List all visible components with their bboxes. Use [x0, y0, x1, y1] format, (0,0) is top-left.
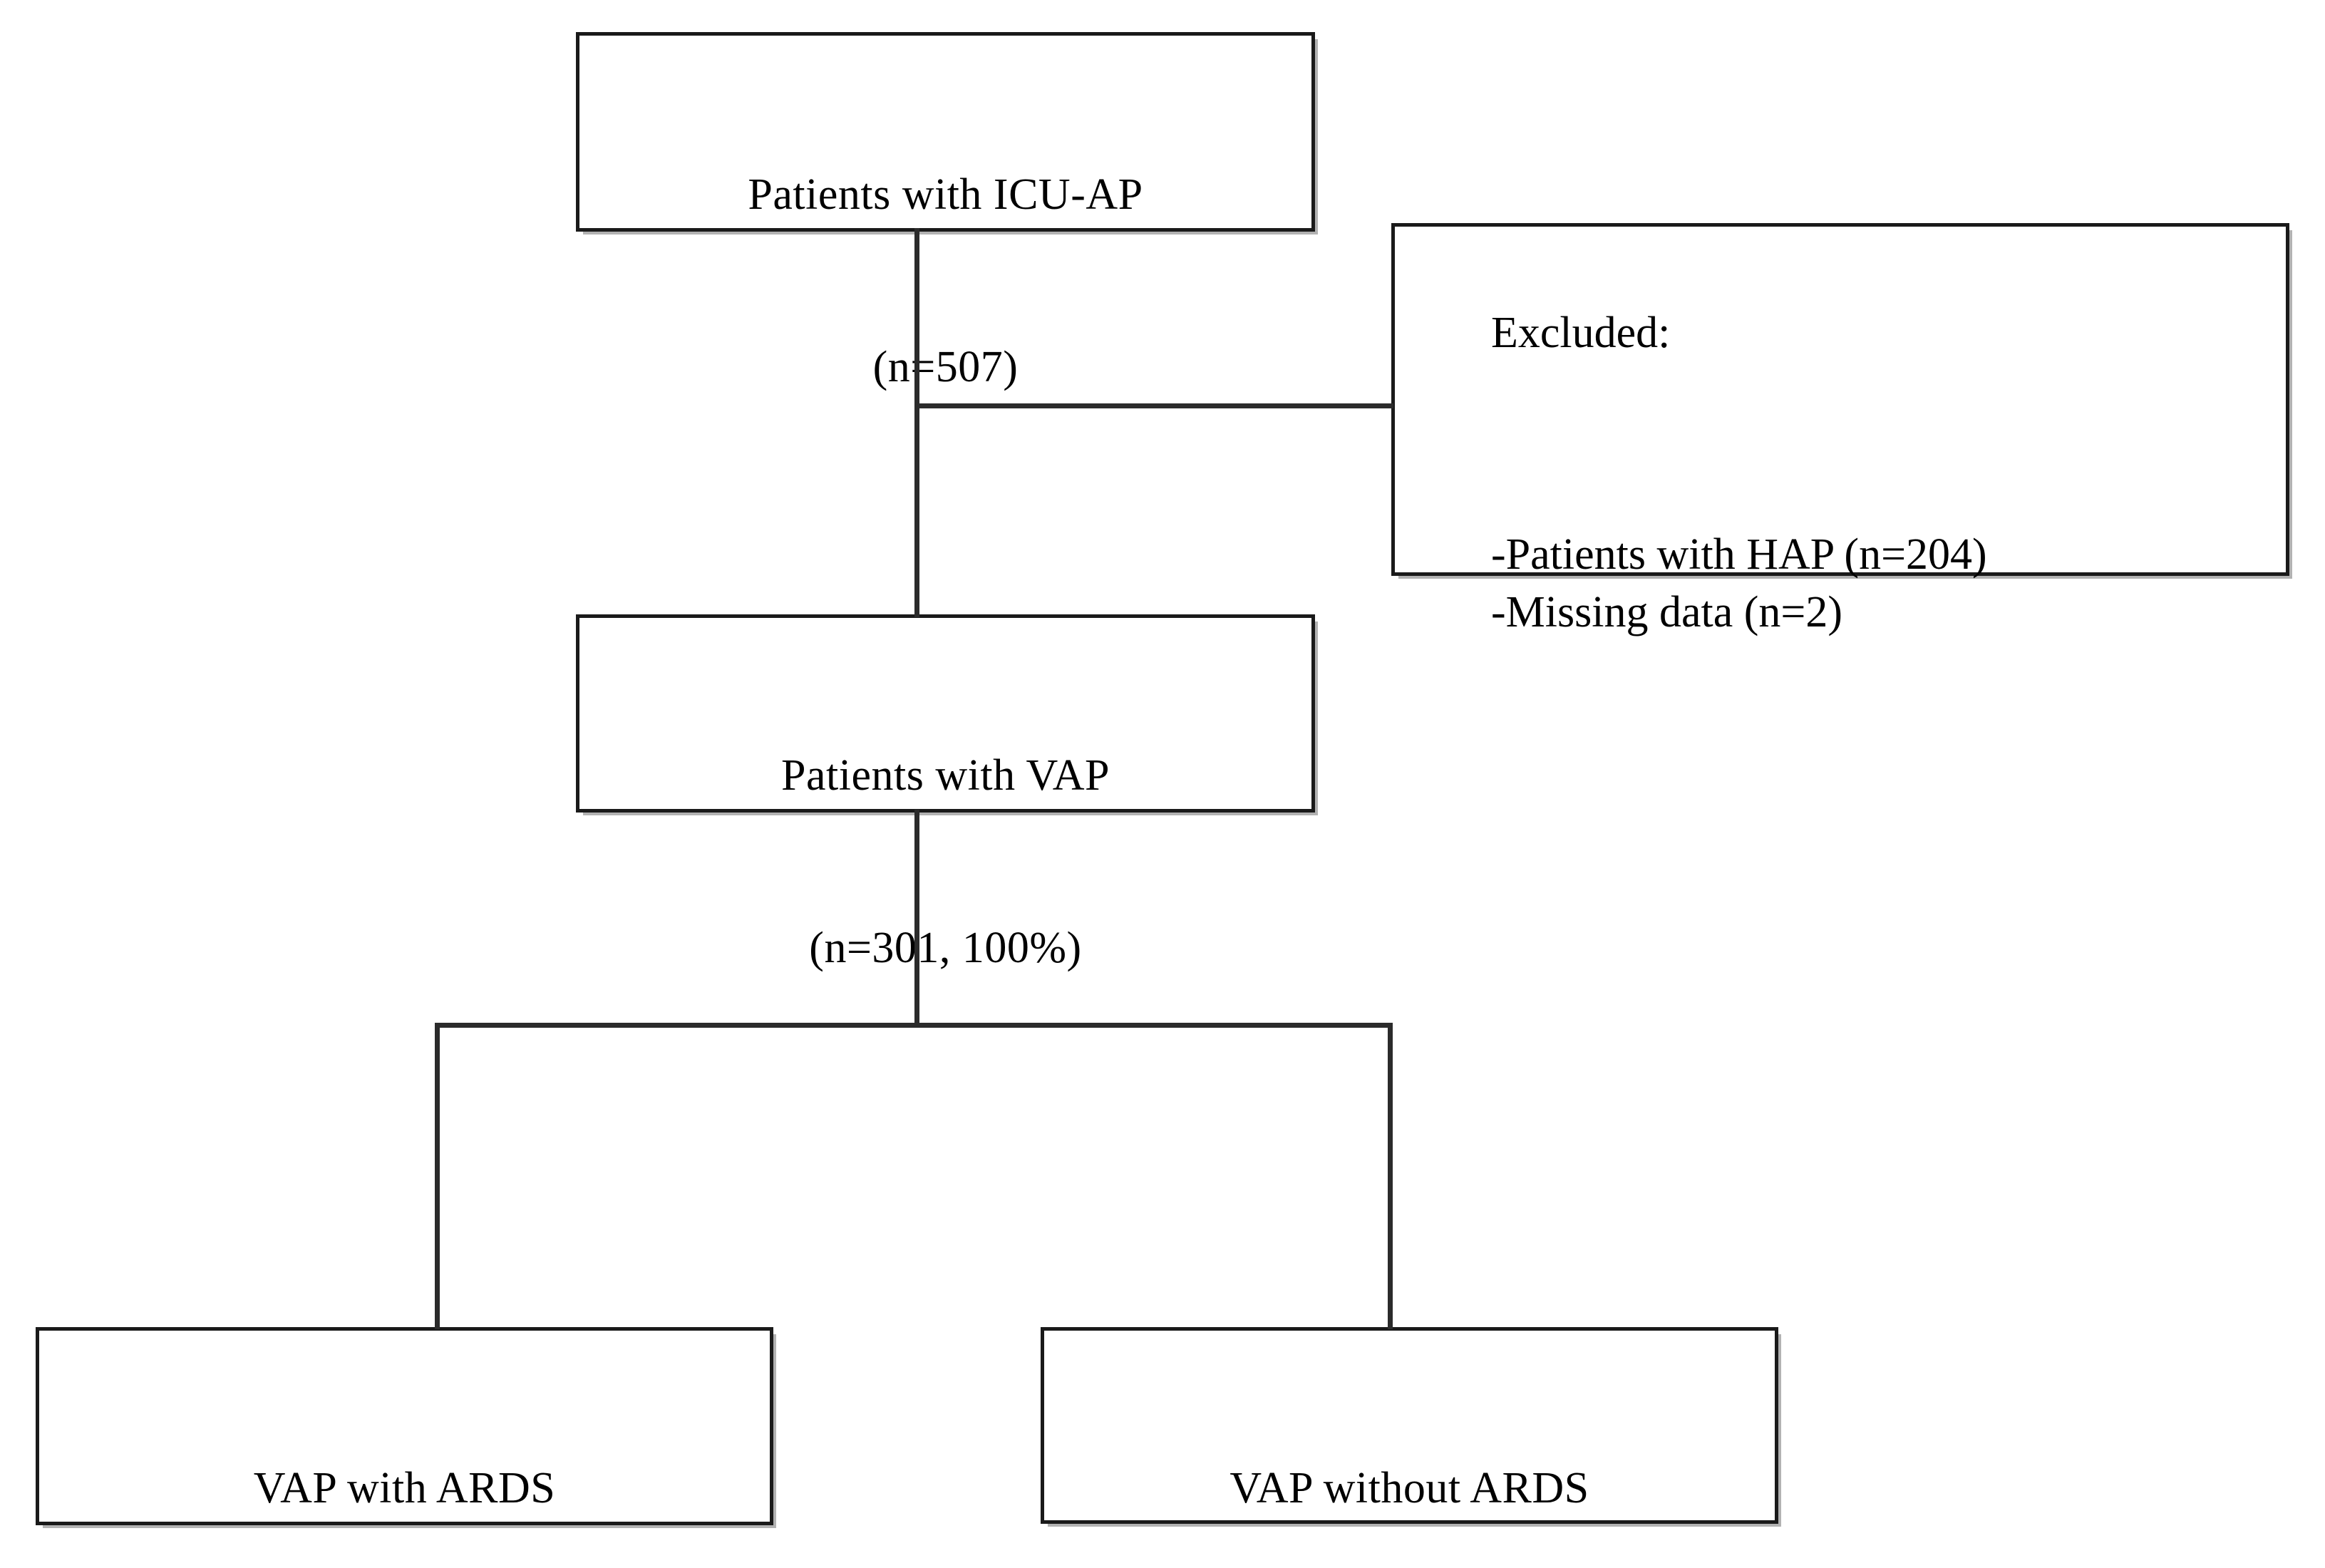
node-vap-without-ards-text: VAP without ARDS (n=260, 86.4%) [1044, 1345, 1775, 1568]
node-icu-ap-line1: Patients with ICU-AP [748, 170, 1143, 220]
node-excluded: Excluded: -Patients with HAP (n=204) -Mi… [1391, 223, 2289, 636]
node-excluded-text: Excluded: -Patients with HAP (n=204) -Mi… [1425, 247, 2273, 698]
node-icu-ap-text: Patients with ICU-AP (n=507) [579, 51, 1311, 511]
node-patients-with-icu-ap: Patients with ICU-AP (n=507) [576, 32, 1315, 391]
node-vap-with-ards-text: VAP with ARDS (n=41, 13.6%) [39, 1345, 770, 1568]
node-excluded-spacer [1425, 419, 2273, 469]
node-patients-with-vap: Patients with VAP (n=301, 100%) [576, 614, 1315, 972]
connector-vap-to-split [914, 810, 919, 1028]
node-vap-line2: (n=301, 100%) [809, 923, 1082, 972]
connector-split-to-vap-without-ards [1388, 1023, 1393, 1329]
node-vap-with-ards-line1: VAP with ARDS [253, 1464, 556, 1513]
connector-to-excluded [914, 403, 1393, 408]
node-vap-with-ards: VAP with ARDS (n=41, 13.6%) [36, 1327, 773, 1525]
node-vap-without-ards-line1: VAP without ARDS [1229, 1464, 1589, 1513]
node-excluded-item-hap: -Patients with HAP (n=204) [1491, 530, 1987, 579]
node-icu-ap-line2: (n=507) [872, 342, 1019, 391]
connector-icu-ap-to-vap [914, 228, 919, 617]
node-excluded-item-missing-data: -Missing data (n=2) [1491, 587, 1843, 636]
node-excluded-heading: Excluded: [1491, 308, 1671, 357]
connector-split-bar [435, 1023, 1393, 1028]
connector-split-to-vap-with-ards [435, 1023, 440, 1329]
node-vap-line1: Patients with VAP [781, 751, 1110, 800]
node-vap-text: Patients with VAP (n=301, 100%) [579, 632, 1311, 1092]
node-vap-without-ards: VAP without ARDS (n=260, 86.4%) [1041, 1327, 1778, 1524]
